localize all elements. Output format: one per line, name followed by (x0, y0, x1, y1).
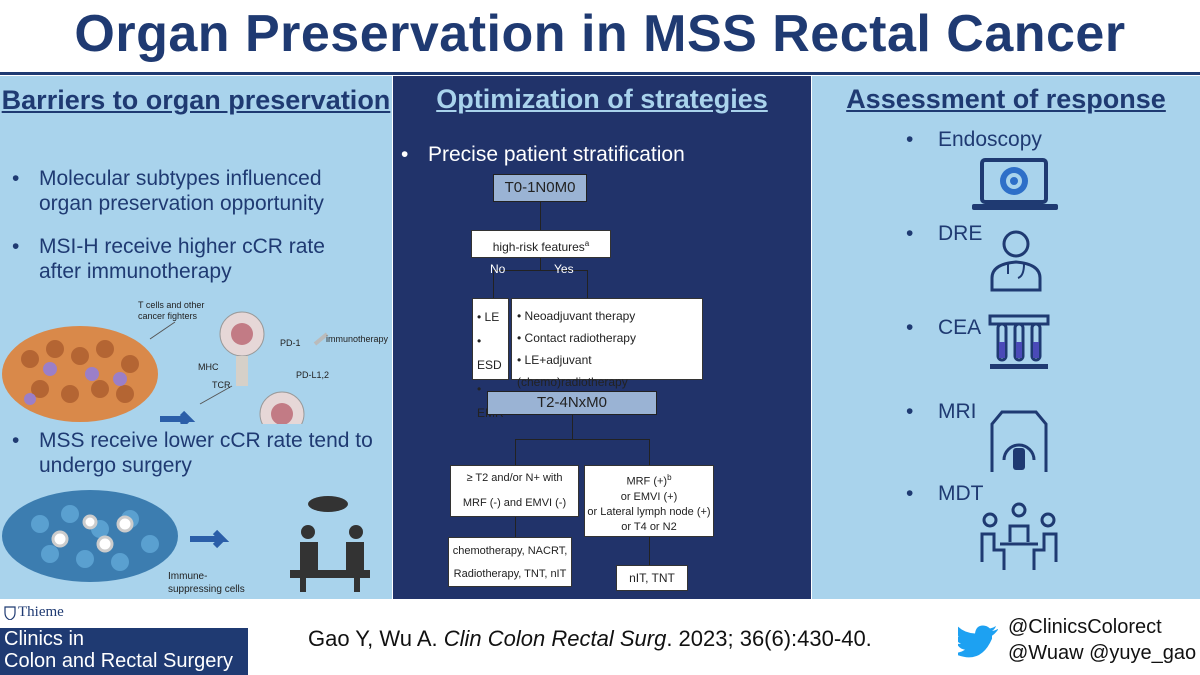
assessment-heading: Assessment of response (846, 84, 1166, 114)
flow-yes-label: Yes (554, 262, 574, 276)
outcome-left-line-2: Radiotherapy, TNT, nIT (453, 568, 567, 580)
flow-highrisk-box: high-risk featuresa (471, 230, 611, 258)
cond-right-line-3: or Lateral lymph node (+) (587, 505, 711, 518)
cond-left-line-1: ≥ T2 and/or N+ with (466, 472, 563, 484)
option-neoadjuvant: • Neoadjuvant therapy (517, 309, 636, 323)
assessment-item-dre-label: DRE (938, 222, 983, 245)
twitter-bird-icon[interactable] (958, 624, 1000, 660)
strategies-heading: Optimization of strategies (436, 84, 768, 114)
thieme-crest-icon (4, 606, 16, 620)
immune-cells-label: Immune-suppressing cells (168, 571, 245, 595)
barriers-heading: Barriers to organ preservation (1, 85, 391, 115)
immunotherapy-label: immunotherapy (326, 334, 389, 344)
citation-authors: Gao Y, Wu A. (308, 626, 444, 651)
flow-outcome-left-box: chemotherapy, NACRT, Radiotherapy, TNT, … (448, 537, 572, 587)
pdl-label: PD-L1,2 (296, 370, 330, 380)
flow-condition-left-box: ≥ T2 and/or N+ with MRF (-) and EMVI (-) (450, 465, 579, 517)
tcells-label: T cells and other cancer fighters (138, 300, 205, 321)
cond-left-line-2: MRF (-) and EMVI (-) (462, 497, 567, 509)
cond-right-line-4: or T4 or N2 (621, 520, 677, 533)
immunotherapy-illustration (2, 311, 329, 424)
flow-t24-box: T2-4NxM0 (487, 391, 657, 415)
flow-condition-right-box: MRF (+)b or EMVI (+) or Lateral lymph no… (584, 465, 714, 537)
flow-neoadjuvant-options-box: • Neoadjuvant therapy • Contact radiothe… (511, 298, 703, 389)
flow-connector (649, 439, 650, 465)
assessment-item-mri-label: MRI (938, 400, 977, 423)
social-handles: @ClinicsColorect @Wuaw @yuye_gao (1008, 614, 1196, 666)
flow-connector (515, 517, 516, 537)
flow-connector (493, 270, 587, 271)
flow-connector (493, 270, 494, 298)
option-contact-rt: • Contact radiotherapy (517, 331, 636, 345)
option-esd: • ESD (477, 334, 502, 372)
pd1-label: PD-1 (280, 338, 301, 348)
option-le-adjuvant: • LE+adjuvant (chemo)radiotherapy (517, 353, 628, 389)
handle-clinics[interactable]: @ClinicsColorect (1008, 616, 1162, 638)
assessment-item-cea-label: CEA (938, 316, 982, 339)
mri-scanner-icon (990, 410, 1048, 472)
option-le: • LE (477, 310, 500, 324)
flow-connector (540, 258, 541, 270)
flow-no-label: No (490, 262, 506, 276)
assessment-item-mdt-label: MDT (938, 482, 984, 505)
highrisk-label: high-risk features (492, 240, 585, 254)
assessment-panel: Assessment of response •Endoscopy •DRE •… (812, 76, 1200, 599)
laptop-endoscopy-icon (972, 158, 1058, 210)
doctor-icon (990, 230, 1042, 292)
strategy-bullet-text: Precise patient stratification (428, 143, 685, 166)
mhc-label: MHC (198, 362, 219, 372)
barrier-bullet-2-text: MSI-H receive higher cCR rate after immu… (39, 235, 325, 283)
flow-connector (515, 439, 516, 465)
handle-authors[interactable]: @Wuaw @yuye_gao (1008, 642, 1197, 664)
flow-local-options-box: • LE • ESD • EMR (472, 298, 509, 420)
strategies-panel: Optimization of strategies •Precise pati… (393, 76, 811, 599)
page-title: Organ Preservation in MSS Rectal Cancer (74, 5, 1126, 63)
highrisk-sup: a (584, 239, 590, 248)
title-bar (0, 0, 1200, 75)
flow-outcome-right-box: nIT, TNT (616, 565, 688, 591)
flow-connector (587, 270, 588, 298)
citation: Gao Y, Wu A. Clin Colon Rectal Surg. 202… (308, 626, 872, 652)
journal-line-1: Clinics in (4, 628, 85, 650)
citation-details: . 2023; 36(6):430-40. (666, 626, 872, 651)
outcome-left-line-1: chemotherapy, NACRT, (452, 545, 568, 557)
flow-t01-box: T0-1N0M0 (493, 174, 587, 202)
publisher-name: Thieme (18, 604, 64, 620)
flow-connector (515, 439, 649, 440)
flow-connector (649, 537, 650, 565)
cond-right-line-2: or EMVI (+) (620, 490, 678, 503)
assessment-item-endoscopy-label: Endoscopy (938, 128, 1042, 151)
surgery-illustration (2, 490, 370, 592)
barriers-panel: Barriers to organ preservation •Molecula… (0, 76, 392, 599)
test-tubes-icon (988, 314, 1050, 369)
citation-journal: Clin Colon Rectal Surg (443, 626, 667, 651)
cond-right-line-1: MRF (+)b (626, 473, 672, 488)
journal-line-2: Colon and Rectal Surgery (4, 650, 234, 672)
journal-name: Clinics in Colon and Rectal Surgery (0, 628, 248, 675)
tcr-label: TCR (212, 380, 231, 390)
flow-connector (572, 415, 573, 439)
barrier-bullet-1-text: Molecular subtypes influenced organ pres… (39, 167, 324, 215)
barrier-bullet-3-text: MSS receive lower cCR rate tend to under… (39, 429, 373, 477)
flow-connector (540, 202, 541, 230)
team-meeting-icon (980, 502, 1058, 570)
